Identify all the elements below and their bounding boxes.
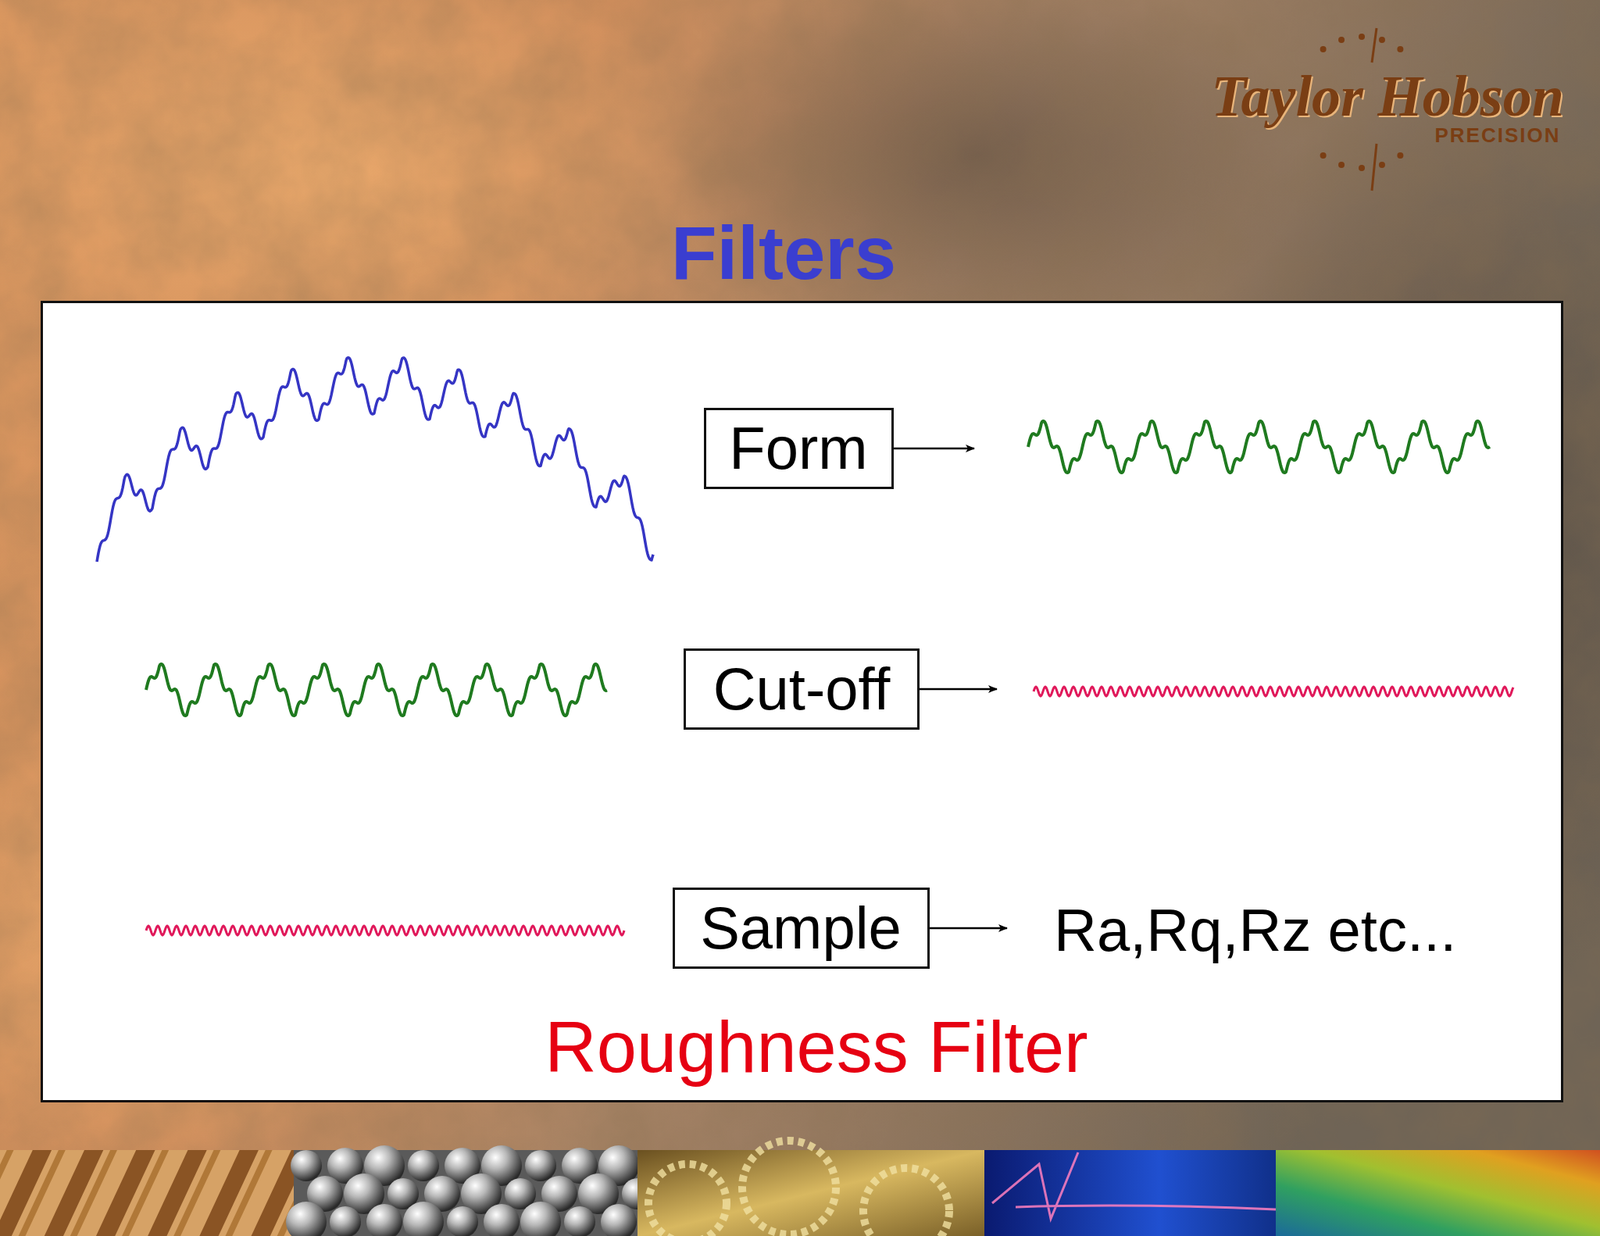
form-removed-profile [1028, 421, 1490, 473]
steel-ball [600, 1203, 637, 1236]
filter-step-box: Form [703, 407, 894, 490]
process-arrow [893, 447, 975, 450]
logo-wordmark: Taylor Hobson [1210, 64, 1565, 129]
logo-dot [1396, 152, 1404, 159]
filter-step-box: Cut-off [683, 648, 920, 730]
process-arrow [919, 688, 997, 691]
gear [863, 1167, 950, 1236]
parameter-list: Ra,Rq,Rz etc... [1053, 897, 1457, 964]
steel-ball [403, 1201, 444, 1236]
diagram-caption: Roughness Filter [544, 1007, 1088, 1087]
gear [648, 1164, 727, 1236]
logo-dot [1378, 161, 1386, 168]
logo-slash [1371, 28, 1377, 63]
filter-step-label: Form [728, 415, 868, 482]
logo-dot [1358, 33, 1365, 40]
logo-dot [1338, 161, 1345, 168]
steel-ball [290, 1150, 322, 1182]
steel-ball [329, 1206, 361, 1236]
logo-slash [1371, 143, 1377, 191]
steel-ball [366, 1203, 403, 1236]
roughness-profile [1033, 686, 1514, 697]
steel-ball [483, 1203, 520, 1236]
logo-dot [1338, 36, 1345, 43]
roughness-profile [146, 925, 625, 936]
logo-dot [1320, 46, 1327, 53]
logo-dot [1396, 46, 1404, 53]
filter-step-label: Cut-off [713, 656, 891, 722]
steel-ball [520, 1201, 561, 1236]
process-arrow [929, 927, 1008, 930]
filter-step-box: Sample [672, 887, 930, 969]
steel-ball [407, 1150, 440, 1182]
slide-title: Filters [671, 211, 897, 295]
steel-ball [525, 1150, 557, 1182]
logo-dot [1378, 36, 1386, 43]
raw-profile [96, 357, 654, 562]
steel-ball [446, 1206, 479, 1236]
gear [742, 1140, 836, 1235]
steel-ball [564, 1206, 596, 1236]
logo-dot [1358, 164, 1365, 172]
steel-ball [285, 1201, 327, 1236]
filter-step-label: Sample [700, 895, 902, 961]
logo-dot [1320, 152, 1327, 159]
form-removed-profile [146, 664, 608, 716]
logo-subtitle: PRECISION [1434, 124, 1561, 147]
